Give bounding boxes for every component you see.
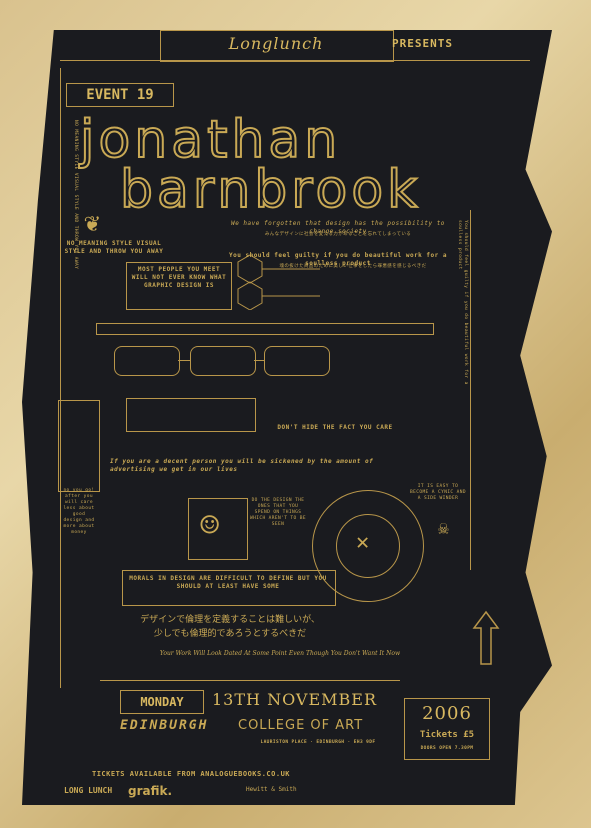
forgotten-quote: We have forgotten that design has the po… bbox=[231, 220, 445, 235]
ticket-price: Tickets £5 bbox=[419, 730, 475, 740]
bubble-box-2 bbox=[190, 346, 256, 376]
doors-time: DOORS OPEN 7.30PM bbox=[420, 746, 474, 751]
ticket-availability: TICKETS AVAILABLE FROM ANALOGUEBOOKS.CO.… bbox=[92, 770, 291, 778]
event-number: EVENT 19 bbox=[66, 83, 174, 107]
dont-hide-quote: DON'T HIDE THE FACT YOU CARE bbox=[277, 424, 393, 431]
morals-quote: MORALS IN DESIGN ARE DIFFICULT TO DEFINE… bbox=[129, 575, 327, 590]
sponsor-longlunch: LONG LUNCH bbox=[64, 786, 113, 795]
forgotten-quote-jp: みんなデザインに社会を変える力があることを忘れてしまっている bbox=[264, 232, 412, 237]
morals-jp-1: デザインで倫理を定義することは難しいが、 bbox=[140, 615, 320, 625]
visual-style-quote: NO MEANING STYLE VISUAL STYLE AND THROW … bbox=[64, 240, 164, 255]
brand-logo: Longlunch bbox=[228, 34, 324, 53]
up-arrow-icon bbox=[472, 610, 500, 665]
left-vertical-text: NO MEANING STYLE VISUAL STYLE AND THROW … bbox=[73, 120, 78, 270]
sponsor-grafik: grafik. bbox=[128, 784, 173, 798]
right-rule bbox=[470, 210, 471, 570]
presents-label: PRESENTS bbox=[392, 37, 453, 50]
speaker-first-name: jonathan bbox=[79, 109, 342, 171]
decent-person-quote: If you are a decent person you will be s… bbox=[110, 458, 374, 473]
dated-work-quote: Your Work Will Look Dated At Some Point … bbox=[159, 650, 401, 657]
bubble-box-3 bbox=[264, 346, 330, 376]
banner-strip bbox=[96, 323, 434, 335]
right-vertical-text: You should feel guilty if you do beautif… bbox=[457, 220, 468, 385]
target-outer bbox=[312, 490, 424, 602]
left-rule bbox=[60, 68, 61, 688]
do-design-quote: DO THE DESIGN THE ONES THAT YOU SPEND ON… bbox=[250, 498, 306, 527]
pennant-box bbox=[58, 400, 100, 492]
info-rule bbox=[100, 680, 400, 681]
header-rule bbox=[60, 60, 530, 61]
event-date: 13TH NOVEMBER bbox=[212, 690, 378, 709]
skull-icon: ☠ bbox=[438, 518, 449, 539]
guilty-quote: You should feel guilty if you do beautif… bbox=[229, 252, 447, 267]
bubble-box-1 bbox=[114, 346, 180, 376]
its-easy-quote: IT IS EASY TO BECOME A CYNIC AND A SIDE … bbox=[410, 484, 466, 501]
event-year: 2006 bbox=[422, 703, 472, 724]
connector bbox=[254, 360, 264, 361]
hexagon-diagram bbox=[237, 254, 320, 310]
guilty-quote-jp: 魂の抜けた商品のために美しい仕事をしたら罪悪感を感じるべきだ bbox=[279, 264, 427, 269]
venue-city: EDINBURGH bbox=[120, 718, 209, 733]
morals-jp-2: 少しでも倫理的であろうとするべきだ bbox=[153, 629, 307, 639]
no-you-go-quote: no you go! after you will care less abou… bbox=[63, 488, 95, 535]
speaker-last-name: barnbrook bbox=[119, 159, 422, 221]
venue-college: COLLEGE OF ART bbox=[238, 718, 364, 733]
x-mark-icon: ✕ bbox=[356, 530, 370, 555]
sponsor-hewitt: Hewitt & Smith bbox=[246, 786, 297, 793]
connector bbox=[178, 360, 190, 361]
ornament-icon: ❦ bbox=[84, 208, 100, 238]
portrait-frame bbox=[188, 498, 248, 560]
brand-frame bbox=[160, 30, 394, 62]
target-inner bbox=[336, 514, 400, 578]
year-box: 2006 Tickets £5 DOORS OPEN 7.30PM bbox=[404, 698, 490, 760]
portrait-icon: ☺ bbox=[200, 506, 220, 544]
most-people-quote: MOST PEOPLE YOU MEET WILL NOT EVER KNOW … bbox=[131, 266, 227, 289]
venue-address: LAURISTON PLACE · EDINBURGH · EH3 9DF bbox=[260, 740, 376, 745]
poster-sheet bbox=[22, 30, 552, 805]
day-badge: MONDAY bbox=[120, 690, 204, 714]
center-panel bbox=[126, 398, 256, 432]
most-people-box bbox=[126, 262, 232, 310]
